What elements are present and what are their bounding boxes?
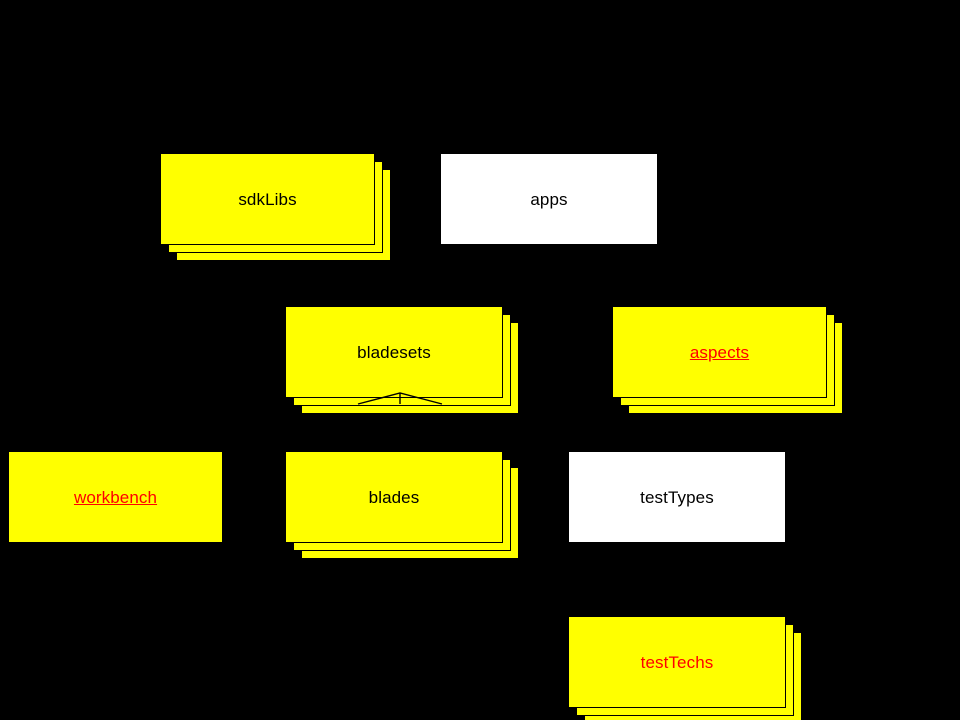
node-testtechs[interactable]: testTechs xyxy=(568,616,802,720)
connector-bladesets-blades xyxy=(357,392,443,405)
node-body[interactable]: sdkLibs xyxy=(160,153,375,245)
node-label-blades: blades xyxy=(368,487,420,507)
node-sdklibs[interactable]: sdkLibs xyxy=(160,153,391,261)
node-label-sdklibs: sdkLibs xyxy=(238,189,297,209)
node-body[interactable]: workbench xyxy=(8,451,223,543)
node-body[interactable]: bladesets xyxy=(285,306,503,398)
node-body[interactable]: apps xyxy=(440,153,658,245)
node-body[interactable]: testTypes xyxy=(568,451,786,543)
node-label-apps: apps xyxy=(530,189,568,209)
node-body[interactable]: blades xyxy=(285,451,503,543)
node-aspects[interactable]: aspects xyxy=(612,306,843,414)
node-label-bladesets: bladesets xyxy=(357,342,431,362)
node-workbench[interactable]: workbench xyxy=(8,451,223,543)
node-testtypes[interactable]: testTypes xyxy=(568,451,786,543)
node-label-testtypes: testTypes xyxy=(640,487,714,507)
node-label-testtechs: testTechs xyxy=(640,652,714,672)
node-blades[interactable]: blades xyxy=(285,451,519,559)
node-body[interactable]: aspects xyxy=(612,306,827,398)
node-body[interactable]: testTechs xyxy=(568,616,786,708)
node-label-aspects[interactable]: aspects xyxy=(689,342,750,362)
node-apps[interactable]: apps xyxy=(440,153,658,245)
node-bladesets[interactable]: bladesets xyxy=(285,306,519,414)
node-label-workbench[interactable]: workbench xyxy=(73,487,158,507)
